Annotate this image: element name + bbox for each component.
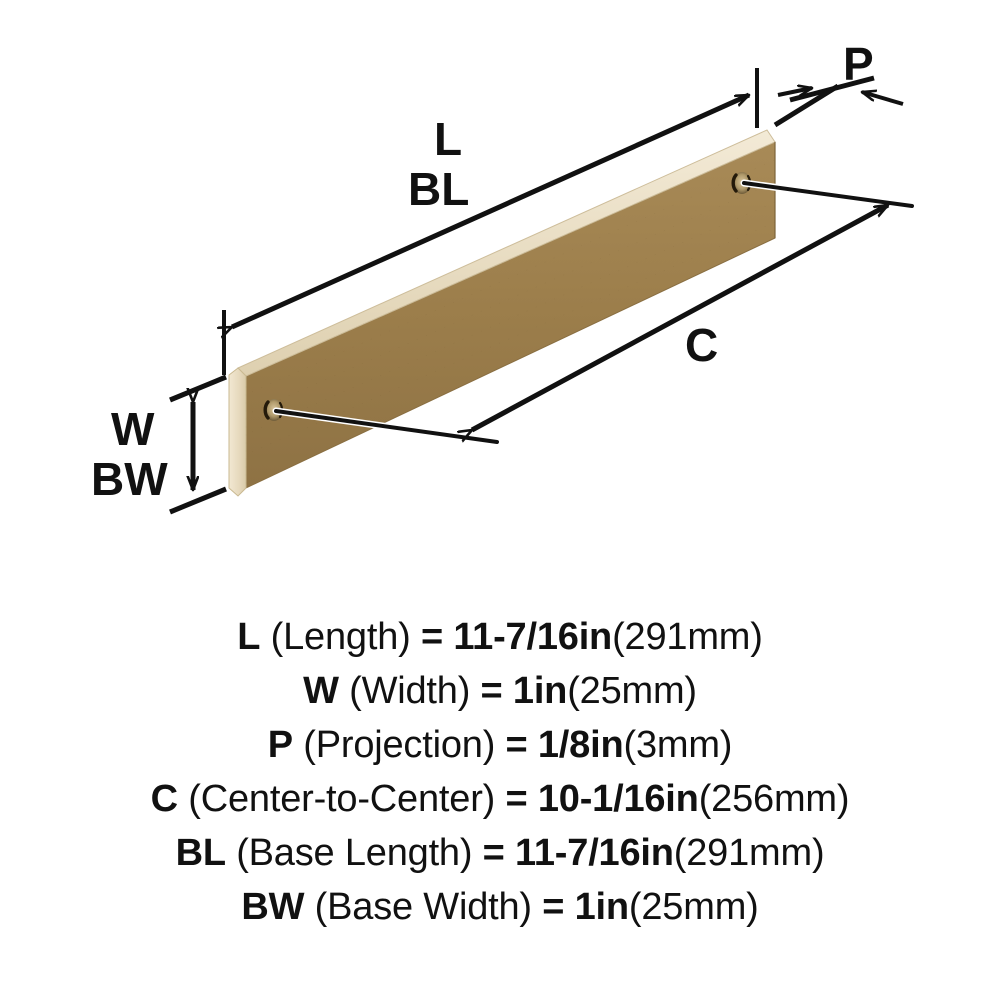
legend-name: (Base Length) [236, 832, 473, 874]
legend-value: 10-1/16in [537, 778, 699, 820]
legend-equals: = [505, 724, 528, 766]
projection-extension-line-lower [773, 83, 840, 128]
label-L: L [434, 113, 462, 165]
legend-name: (Projection) [303, 724, 496, 766]
legend-equals: = [480, 670, 503, 712]
legend-equals: = [542, 886, 565, 928]
legend-value: 11-7/16in [515, 832, 674, 874]
center-leader-right [740, 179, 916, 210]
center-to-center-dimension-line [472, 202, 888, 430]
projection-arrow-right [862, 92, 904, 106]
legend-row-base-width: BW (Base Width) = 1in(25mm) [241, 888, 758, 926]
diagram-canvas: L BL P C W BW [91, 38, 916, 515]
label-W: W [111, 403, 155, 455]
legend-metric: (25mm) [628, 886, 759, 928]
legend-symbol: L [237, 616, 261, 658]
legend-row-center-to-center: C (Center-to-Center) = 10-1/16in(256mm) [151, 780, 850, 818]
legend-value: 11-7/16in [453, 616, 613, 658]
label-BL: BL [408, 163, 469, 215]
bar-front-face [245, 141, 776, 489]
projection-arrow-left [777, 88, 812, 95]
legend-symbol: W [303, 670, 339, 712]
legend-equals: = [505, 778, 528, 820]
legend-value: 1in [512, 670, 568, 712]
legend-name: (Base Width) [314, 886, 532, 928]
legend-name: (Width) [349, 670, 471, 712]
legend-equals: = [420, 616, 443, 658]
width-extension-line-top [169, 374, 227, 403]
legend-symbol: C [150, 778, 178, 820]
width-extension-line-bottom [169, 486, 227, 515]
label-C: C [685, 319, 718, 371]
legend-row-projection: P (Projection) = 1/8in(3mm) [268, 726, 733, 764]
dimension-legend: L (Length) = 11-7/16in(291mm) W (Width) … [0, 600, 1000, 1000]
dimension-diagram: L BL P C W BW [91, 38, 916, 515]
label-P: P [843, 38, 874, 90]
legend-metric: (291mm) [612, 616, 763, 658]
legend-symbol: P [267, 724, 293, 766]
legend-metric: (291mm) [673, 832, 825, 874]
legend-name: (Center-to-Center) [188, 778, 496, 820]
legend-metric: (256mm) [698, 778, 850, 820]
legend-symbol: BW [241, 886, 305, 928]
legend-equals: = [482, 832, 505, 874]
legend-value: 1/8in [537, 724, 624, 766]
legend-metric: (3mm) [623, 724, 733, 766]
legend-value: 1in [574, 886, 630, 928]
projection-dimension-group [773, 75, 904, 128]
label-BW: BW [91, 453, 168, 505]
legend-metric: (25mm) [567, 670, 697, 712]
legend-row-length: L (Length) = 11-7/16in(291mm) [237, 616, 763, 658]
bar-left-end-cap [228, 367, 247, 497]
legend-row-base-length: BL (Base Length) = 11-7/16in(291mm) [176, 834, 825, 872]
legend-row-width: W (Width) = 1in(25mm) [303, 672, 697, 710]
legend-name: (Length) [270, 616, 411, 658]
legend-symbol: BL [175, 832, 226, 874]
center-to-center-dimension-group [272, 179, 916, 446]
width-dimension-group [169, 374, 227, 515]
